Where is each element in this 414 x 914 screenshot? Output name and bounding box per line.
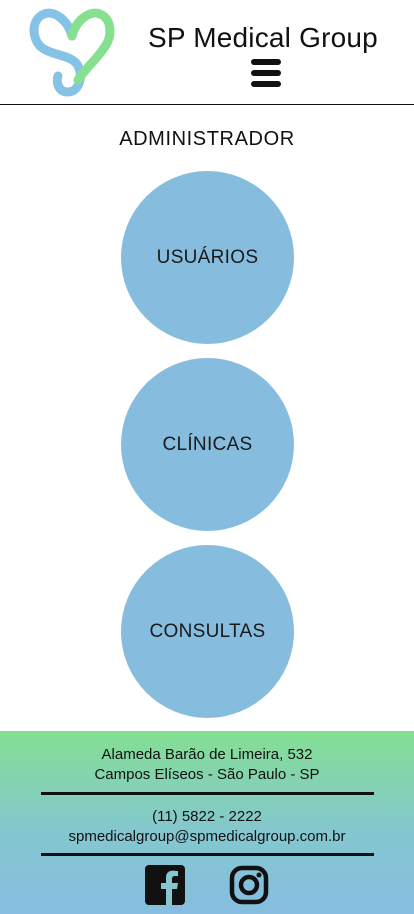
clinicas-label: CLÍNICAS (162, 433, 253, 455)
clinicas-button[interactable]: CLÍNICAS (121, 358, 294, 531)
consultas-button[interactable]: CONSULTAS (121, 545, 294, 718)
app-header: SP Medical Group (0, 0, 414, 105)
phone-text: (11) 5822 - 2222 (152, 808, 262, 825)
social-links (0, 865, 414, 907)
address-block: Alameda Barão de Limeira, 532 Campos Elí… (0, 745, 414, 785)
footer-divider (41, 792, 374, 795)
facebook-icon[interactable] (145, 865, 185, 905)
instagram-icon[interactable] (229, 865, 269, 905)
page-title: ADMINISTRADOR (119, 128, 295, 150)
usuarios-label: USUÁRIOS (156, 246, 259, 268)
menu-bar (251, 59, 281, 65)
usuarios-button[interactable]: USUÁRIOS (121, 171, 294, 344)
page-footer: Alameda Barão de Limeira, 532 Campos Elí… (0, 731, 414, 914)
address-line-2: Campos Elíseos - São Paulo - SP (94, 766, 320, 783)
heart-s-logo-icon[interactable] (28, 6, 116, 98)
email-text: spmedicalgroup@spmedicalgroup.com.br (68, 828, 346, 845)
hamburger-menu-icon[interactable] (250, 59, 282, 91)
consultas-label: CONSULTAS (149, 620, 266, 642)
contact-block: (11) 5822 - 2222 spmedicalgroup@spmedica… (0, 807, 414, 847)
brand-name: SP Medical Group (148, 22, 378, 53)
footer-divider (41, 853, 374, 856)
menu-bar (251, 70, 281, 76)
menu-bar (251, 81, 281, 87)
address-line-1: Alameda Barão de Limeira, 532 (101, 746, 313, 763)
